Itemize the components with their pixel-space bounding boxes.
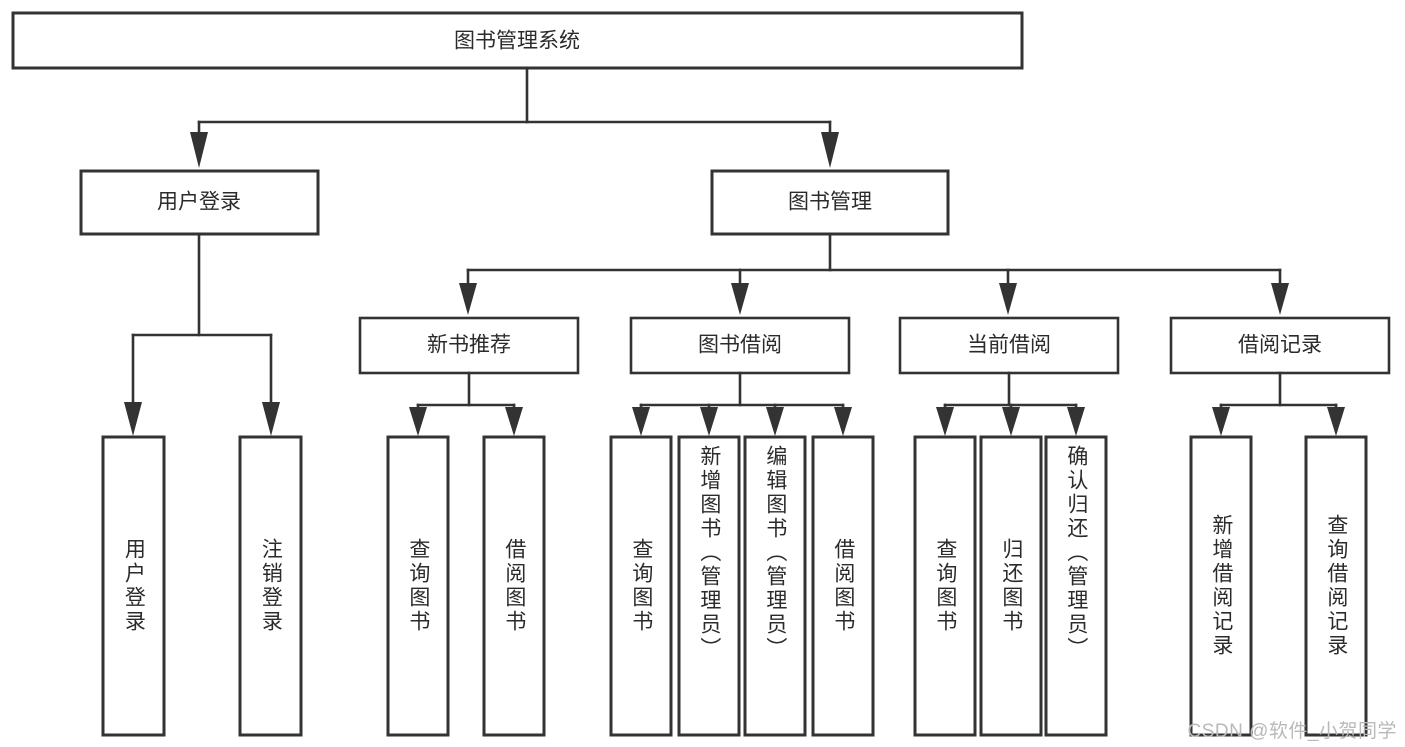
leaf-box-query-book-2[interactable] bbox=[609, 435, 673, 737]
arrowhead-leaf-borrow-book-1 bbox=[505, 407, 523, 436]
node-root-system-label: 图书管理系统 bbox=[454, 30, 580, 53]
node-new-book-recommend[interactable]: 新书推荐 bbox=[358, 316, 580, 375]
leaf-box-return-book[interactable] bbox=[979, 435, 1043, 737]
leaf-box-logout-login[interactable] bbox=[238, 435, 303, 737]
node-book-management-rect bbox=[710, 169, 950, 236]
leaf-box-borrow-book-2[interactable] bbox=[811, 435, 875, 737]
arrowhead-to-user-login bbox=[190, 132, 208, 168]
node-current-borrow[interactable]: 当前借阅 bbox=[898, 316, 1120, 375]
arrowhead-leaf-query-borrow-record bbox=[1327, 407, 1345, 436]
node-user-login[interactable]: 用户登录 bbox=[79, 169, 320, 236]
leaf-box-edit-book-admin[interactable] bbox=[743, 435, 807, 737]
csdn-watermark: CSDN @软件_小贺同学 bbox=[1187, 721, 1397, 742]
node-book-borrow-label: 图书借阅 bbox=[698, 334, 782, 357]
node-borrow-record-rect bbox=[1169, 316, 1391, 375]
arrowhead-leaf-query-book-3 bbox=[936, 407, 954, 436]
node-book-borrow-rect bbox=[629, 316, 851, 375]
node-book-management[interactable]: 图书管理 bbox=[710, 169, 950, 236]
node-current-borrow-rect bbox=[898, 316, 1120, 375]
arrowhead-to-book-management bbox=[821, 132, 839, 168]
arrowhead-leaf-add-borrow-record bbox=[1212, 407, 1230, 436]
arrowhead-leaf-return-book bbox=[1002, 407, 1020, 436]
node-current-borrow-label: 当前借阅 bbox=[967, 334, 1051, 357]
leaf-box-add-borrow-record[interactable] bbox=[1189, 435, 1253, 737]
arrowhead-to-new-book-recommend bbox=[459, 283, 477, 315]
leaf-box-user-login[interactable] bbox=[101, 435, 166, 737]
leaf-box-borrow-book-1[interactable] bbox=[482, 435, 546, 737]
leaf-box-add-book-admin[interactable] bbox=[677, 435, 741, 737]
arrowhead-leaf-user-login bbox=[124, 402, 142, 436]
arrowhead-leaf-confirm-return-admin bbox=[1067, 407, 1085, 436]
node-root-system-rect bbox=[11, 11, 1024, 70]
leaf-box-confirm-return-admin[interactable] bbox=[1044, 435, 1108, 737]
node-root-system[interactable]: 图书管理系统 bbox=[11, 11, 1024, 70]
node-new-book-recommend-rect bbox=[358, 316, 580, 375]
arrowhead-to-current-borrow bbox=[999, 283, 1017, 315]
leaf-box-query-book-1[interactable] bbox=[386, 435, 450, 737]
arrowhead-leaf-borrow-book-2 bbox=[834, 407, 852, 436]
arrowhead-leaf-query-book-1 bbox=[409, 407, 427, 436]
arrowhead-leaf-logout-login bbox=[262, 402, 280, 436]
arrowhead-leaf-query-book-2 bbox=[632, 407, 650, 436]
leaf-box-query-book-3[interactable] bbox=[913, 435, 977, 737]
arrowhead-leaf-add-book-admin bbox=[700, 407, 718, 436]
node-book-borrow[interactable]: 图书借阅 bbox=[629, 316, 851, 375]
arrowhead-to-borrow-record bbox=[1271, 283, 1289, 315]
node-book-management-label: 图书管理 bbox=[788, 191, 872, 214]
node-user-login-label: 用户登录 bbox=[157, 191, 241, 214]
arrowhead-leaf-edit-book-admin bbox=[766, 407, 784, 436]
node-borrow-record[interactable]: 借阅记录 bbox=[1169, 316, 1391, 375]
node-borrow-record-label: 借阅记录 bbox=[1238, 334, 1322, 357]
leaf-box-query-borrow-record[interactable] bbox=[1304, 435, 1368, 737]
arrowhead-to-book-borrow bbox=[731, 283, 749, 315]
node-new-book-recommend-label: 新书推荐 bbox=[427, 334, 511, 357]
